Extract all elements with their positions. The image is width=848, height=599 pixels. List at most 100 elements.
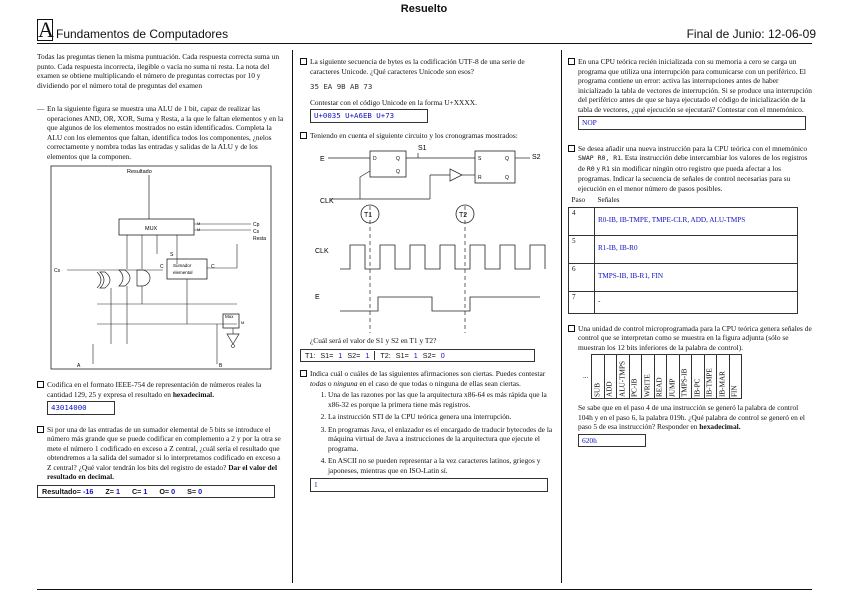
swap-y: y (594, 163, 603, 173)
affirm-text-a: Indica cuál o cuáles de las siguientes a… (310, 369, 546, 378)
question-sumador-bold: Dar el valor del resultado en decimal. (47, 462, 278, 482)
t1-s2-value[interactable]: 1 (365, 350, 370, 360)
flag-s-value[interactable]: 0 (198, 486, 203, 496)
affirmation-item: La instrucción STI de la CPU teórica gen… (328, 412, 554, 422)
bit-label: TMPS-IB (679, 354, 692, 399)
question-checkbox (568, 324, 575, 332)
flag-c-value[interactable]: 1 (143, 486, 148, 496)
circuit-label-nq2: Q (505, 175, 509, 181)
alu-label-c2: C (211, 264, 215, 270)
flag-c-label: C= (131, 486, 142, 496)
alu-label-m0: M (197, 221, 200, 226)
question-utf8-text: La siguiente secuencia de bytes es la co… (310, 57, 525, 76)
signals-cell[interactable]: - (594, 290, 798, 314)
buffer-gate (449, 168, 463, 182)
bit-label: IB-TMPE (704, 354, 717, 399)
t1-s1-value[interactable]: 1 (338, 350, 343, 360)
t1-marker (360, 204, 380, 224)
affirmation-list: Una de las razones por las que la arquit… (310, 390, 554, 475)
affirmation-item: Una de las razones por las que la arquit… (328, 390, 554, 409)
circuit-label-d: D (373, 156, 377, 162)
bit-label: ALU-TMPS (616, 354, 630, 399)
bit-label: READ (654, 354, 667, 399)
question-cpu-interrupt-text: En una CPU teórica recién inicializada c… (578, 57, 812, 114)
signals-cell[interactable]: R0-IB, IB-TMPE, TMPE-CLR, ADD, ALU-TMPS (594, 206, 798, 236)
question-checkbox (300, 370, 307, 377)
bit-label: PC-IB (629, 354, 642, 399)
circuit-label-t2: T2 (459, 212, 467, 219)
bit-label: SUB (591, 354, 605, 399)
affirmation-item: En ASCII no se pueden representar a la v… (328, 456, 554, 475)
column-divider-1 (292, 50, 293, 583)
signals-cell[interactable]: R1-IB, IB-R0 (594, 234, 798, 264)
question-checkbox (37, 425, 44, 433)
alu-label-c: C (160, 264, 164, 270)
bit-label: IB-PC (691, 354, 705, 399)
flag-o-value[interactable]: 0 (171, 486, 176, 496)
and-gate (136, 269, 151, 287)
mux-block (118, 218, 195, 236)
alu-label-s: S (170, 252, 174, 258)
flag-z-value[interactable]: 1 (115, 486, 120, 496)
small-mux-block (222, 313, 240, 329)
question-sumador-text: Si por una de las entradas de un sumador… (47, 424, 281, 472)
timing-label-e: E (315, 294, 320, 301)
exam-date: Final de Junio: 12-06-09 (686, 27, 816, 41)
answer-circuit: T1: S1=1 S2=1 T2: S1=1 S2=0 (300, 348, 535, 362)
swap-signals-table: Paso Señales 4 R0-IB, IB-TMPE, TMPE-CLR,… (568, 195, 798, 314)
circuit-question: ¿Cuál será el valor de S1 y S2 en T1 y T… (310, 336, 437, 345)
question-microprogram-text: Una unidad de control microprogramada pa… (578, 323, 812, 352)
circuit-label-s2: S2 (532, 154, 541, 161)
alu-figure: Resultado MUX M M Cp Cs Resta S Sumador … (50, 165, 272, 370)
alu-label-cs: Cs (253, 229, 260, 235)
circuit-figure: E S1 S2 D Q Q S R Q Q CLK T1 T2 CLK E (315, 145, 546, 333)
circuit-label-q2: Q (505, 156, 509, 162)
t2-s2-value[interactable]: 0 (440, 350, 445, 360)
result-value[interactable]: -16 (82, 486, 94, 496)
question-cpu-interrupt: En una CPU teórica recién inicializada c… (568, 57, 812, 130)
question-ieee: Codifica en el formato IEEE-754 de repre… (37, 380, 285, 415)
column-1: Todas las preguntas tienen la misma punt… (37, 52, 285, 498)
answer-cpu-interrupt[interactable]: NOP (578, 116, 806, 130)
column-3: En una CPU teórica recién inicializada c… (568, 57, 812, 447)
swap-text-c: sin modificar ningún otro registro que p… (578, 163, 791, 193)
alu-label-m1: M (197, 227, 200, 232)
or-gate (118, 269, 131, 287)
exam-instructions: Todas las preguntas tienen la misma punt… (37, 52, 280, 90)
col-header-paso: Paso (568, 195, 595, 208)
step-cell: 5 (568, 234, 595, 264)
e-waveform (340, 296, 540, 312)
alu-label-mux-small: Mux (225, 314, 234, 319)
answer-microprogram[interactable]: 620h (578, 433, 646, 447)
alu-label-elemental: elemental (173, 270, 193, 275)
affirm-text-b: en el caso de que todas o ninguna de ell… (357, 378, 521, 388)
xor-gate (96, 271, 111, 289)
question-sumador: Si por una de las entradas de un sumador… (37, 425, 285, 482)
question-swap: Se desea añadir una nueva instrucción pa… (568, 144, 812, 194)
alu-label-b: B (219, 363, 223, 369)
swap-r1: R1 (602, 164, 610, 173)
answer-affirmations[interactable]: 1 (310, 478, 548, 492)
step-cell: 6 (568, 262, 595, 292)
step-cell: 4 (568, 206, 595, 236)
question-microprogram: Una unidad de control microprogramada pa… (568, 324, 812, 353)
answer-ieee[interactable]: 43014000 (47, 401, 115, 415)
signals-cell[interactable]: TMPS-IB, IB-R1, FIN (594, 262, 798, 292)
alu-label-a: A (77, 363, 81, 369)
alu-label-mux: MUX (145, 226, 158, 232)
t1-s2-label: S2= (347, 350, 361, 360)
affirm-ninguna: ninguna (333, 378, 358, 388)
subject-title: Fundamentos de Computadores (56, 27, 229, 41)
swap-mnemonic: SWAP R0, R1 (578, 154, 622, 162)
utf8-instructions: Contestar con el código Unicode en la fo… (310, 97, 477, 107)
affirm-mid: o (326, 378, 334, 388)
t2-s1-value[interactable]: 1 (413, 350, 418, 360)
swap-text-b: . Esta instrucción debe intercambiar los… (578, 153, 808, 173)
circuit-label-nq: Q (396, 169, 400, 175)
bit-label: WRITE (641, 354, 655, 399)
exam-logo: A (37, 17, 54, 42)
timing-label-clk: CLK (315, 248, 329, 255)
microprogram-text2: Se sabe que en el paso 4 de una instrucc… (578, 403, 805, 431)
question-checkbox (300, 58, 307, 65)
answer-utf8[interactable]: U+0035 U+A6EB U+73 (310, 109, 428, 123)
